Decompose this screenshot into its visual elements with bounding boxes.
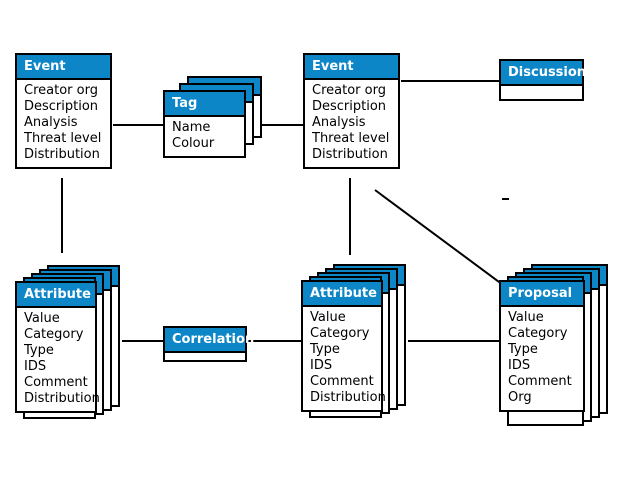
class-field: IDS <box>508 358 531 373</box>
class-box-event-left[interactable]: Event Creator org Description Analysis T… <box>15 53 112 169</box>
class-field: Description <box>24 99 99 114</box>
class-title-correlation: Correlation <box>165 328 254 353</box>
class-field: Threat level <box>312 131 390 146</box>
class-field: IDS <box>24 359 47 374</box>
class-field: Type <box>24 343 54 358</box>
relation-event-right-to-attribute-mid <box>349 178 351 255</box>
class-fields-attribute-left: Value Category Type IDS Comment Distribu… <box>17 308 100 411</box>
class-fields-correlation <box>165 353 245 360</box>
class-box-proposal[interactable]: Proposal Value Category Type IDS Comment… <box>499 280 585 412</box>
class-fields-attribute-mid: Value Category Type IDS Comment Distribu… <box>303 307 386 410</box>
class-field: Distribution <box>24 391 100 406</box>
class-fields-event-left: Creator org Description Analysis Threat … <box>17 80 110 167</box>
class-field: Value <box>508 310 544 325</box>
relation-tag-to-event-right <box>262 124 303 126</box>
class-field: Analysis <box>24 115 78 130</box>
class-field: Comment <box>508 374 572 389</box>
class-field: Threat level <box>24 131 102 146</box>
stray-dash-mark <box>502 198 509 200</box>
class-field: Creator org <box>312 83 386 98</box>
class-field: Description <box>312 99 387 114</box>
class-title-attribute-mid: Attribute <box>303 282 381 307</box>
class-fields-tag: Name Colour <box>165 117 244 156</box>
class-field: Comment <box>310 374 374 389</box>
class-title-discussion: Discussion <box>501 61 586 86</box>
class-title-event-left: Event <box>17 55 110 80</box>
class-field: Category <box>310 326 370 341</box>
class-box-tag[interactable]: Tag Name Colour <box>163 90 246 158</box>
class-field: Colour <box>172 136 215 151</box>
class-field: Comment <box>24 375 88 390</box>
class-field: Distribution <box>24 147 100 162</box>
class-field: Category <box>24 327 84 342</box>
class-field: Value <box>24 311 60 326</box>
class-field: Org <box>508 390 532 405</box>
relation-event-left-to-tag <box>113 124 163 126</box>
class-title-proposal: Proposal <box>501 282 583 307</box>
class-title-tag: Tag <box>165 92 244 117</box>
class-box-attribute-mid[interactable]: Attribute Value Category Type IDS Commen… <box>301 280 386 412</box>
class-box-attribute-left[interactable]: Attribute Value Category Type IDS Commen… <box>15 281 100 413</box>
relation-correlation-to-attribute-mid <box>247 340 301 342</box>
relation-attribute-mid-to-proposal <box>408 340 499 342</box>
class-field: Distribution <box>310 390 386 405</box>
class-field: Distribution <box>312 147 388 162</box>
class-field: Category <box>508 326 568 341</box>
class-field: Creator org <box>24 83 98 98</box>
class-box-event-right[interactable]: Event Creator org Description Analysis T… <box>303 53 400 169</box>
relation-attribute-left-to-correlation <box>122 340 163 342</box>
class-box-correlation[interactable]: Correlation <box>163 326 254 362</box>
class-field: Value <box>310 310 346 325</box>
class-title-attribute-left: Attribute <box>17 283 95 308</box>
class-box-discussion[interactable]: Discussion <box>499 59 586 101</box>
class-field: IDS <box>310 358 333 373</box>
class-fields-proposal: Value Category Type IDS Comment Org <box>501 307 583 410</box>
class-field: Type <box>508 342 538 357</box>
class-field: Analysis <box>312 115 366 130</box>
class-title-event-right: Event <box>305 55 398 80</box>
class-field: Type <box>310 342 340 357</box>
class-fields-event-right: Creator org Description Analysis Threat … <box>305 80 398 167</box>
class-field: Name <box>172 120 211 135</box>
class-fields-discussion <box>501 86 582 99</box>
relation-event-left-to-attribute-left <box>61 178 63 253</box>
relation-event-right-to-discussion <box>401 80 499 82</box>
